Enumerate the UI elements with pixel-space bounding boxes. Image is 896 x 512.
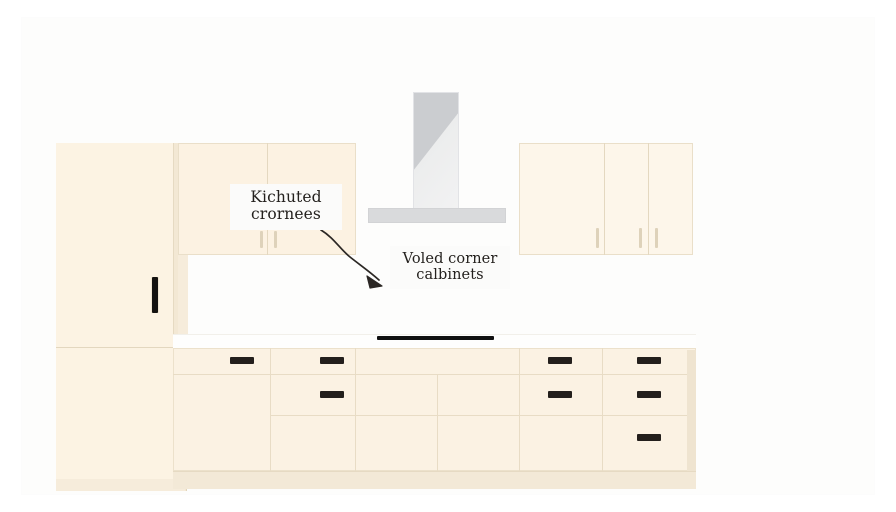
countertop	[173, 334, 696, 349]
upper-right-door-seam-2	[648, 143, 649, 255]
base-cabinet-run	[173, 348, 696, 471]
base-seam-row-1	[173, 374, 696, 375]
drawer-handle-3	[548, 357, 572, 364]
label-voided-corner-cabinets: Voled corner calbinets	[390, 246, 510, 290]
drawer-handle-2	[320, 357, 344, 364]
base-seam-col-2	[355, 348, 356, 471]
label-kitchen-corners: Kichuted crornees	[230, 184, 342, 230]
upper-left-handle-a	[260, 231, 263, 248]
fridge-toekick	[56, 479, 173, 491]
range-hood-chimney	[413, 92, 459, 211]
illustration-panel: Kichuted crornees Voled corner calbinets	[22, 18, 874, 494]
drawer-handle-8	[637, 434, 661, 441]
upper-right-door-seam-1	[604, 143, 605, 255]
drawer-handle-5	[320, 391, 344, 398]
drawer-handle-7	[637, 391, 661, 398]
upper-right-handle-b	[639, 228, 642, 248]
refrigerator-handle	[152, 277, 158, 313]
drawer-handle-1	[230, 357, 254, 364]
base-seam-col-1	[270, 348, 271, 471]
base-seam-col-4	[519, 348, 520, 471]
upper-right-handle-a	[596, 228, 599, 248]
base-seam-col-5	[602, 348, 603, 471]
refrigerator-door-split	[56, 347, 173, 348]
range-hood-gloss	[414, 93, 458, 210]
base-seam-col-3	[437, 374, 438, 471]
upper-left-side-return	[178, 255, 188, 348]
cooktop	[377, 336, 494, 340]
drawer-handle-6	[548, 391, 572, 398]
upper-right-handle-c	[655, 228, 658, 248]
drawer-handle-4	[637, 357, 661, 364]
refrigerator	[56, 143, 174, 491]
range-hood-canopy	[368, 208, 506, 223]
base-toekick	[173, 471, 696, 489]
base-seam-row-2	[270, 415, 696, 416]
upper-left-handle-b	[274, 231, 277, 248]
base-right-side-edge	[687, 350, 696, 489]
upper-cabinet-right-bank	[519, 143, 693, 255]
